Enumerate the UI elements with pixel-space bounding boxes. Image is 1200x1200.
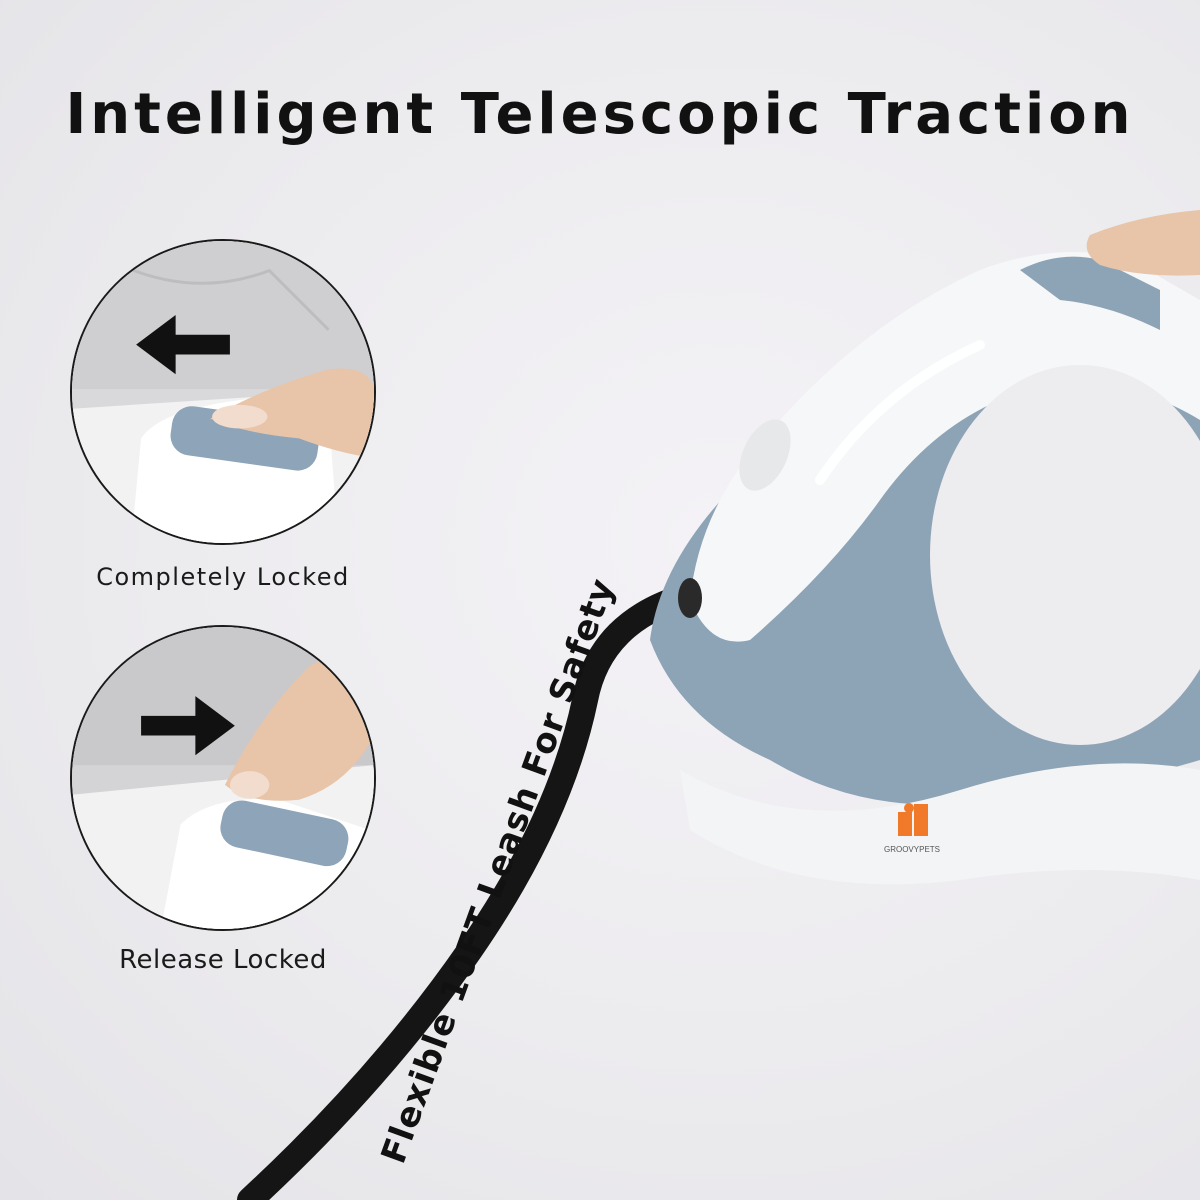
locked-detail-illustration <box>72 241 374 543</box>
handle-grip-hole <box>930 365 1200 745</box>
release-caption: Release Locked <box>119 945 327 975</box>
handle-white-base <box>680 763 1200 885</box>
leash-strap <box>237 582 703 1200</box>
headline: Intelligent Telescopic Traction <box>65 82 1135 147</box>
lock-button <box>1020 256 1160 330</box>
detail-circle-locked <box>70 239 376 545</box>
side-slider <box>739 419 791 491</box>
release-detail-illustration <box>72 627 374 929</box>
brand-logo-icon <box>898 803 928 836</box>
handle-white-shell <box>690 252 1200 642</box>
finger <box>1086 210 1200 276</box>
detail-circle-release <box>70 625 376 931</box>
brand-name: GROOVYPETS <box>884 845 940 854</box>
arrow-right-icon <box>141 696 235 756</box>
locked-caption: Completely Locked <box>96 563 350 591</box>
arrow-left-icon <box>136 315 230 375</box>
